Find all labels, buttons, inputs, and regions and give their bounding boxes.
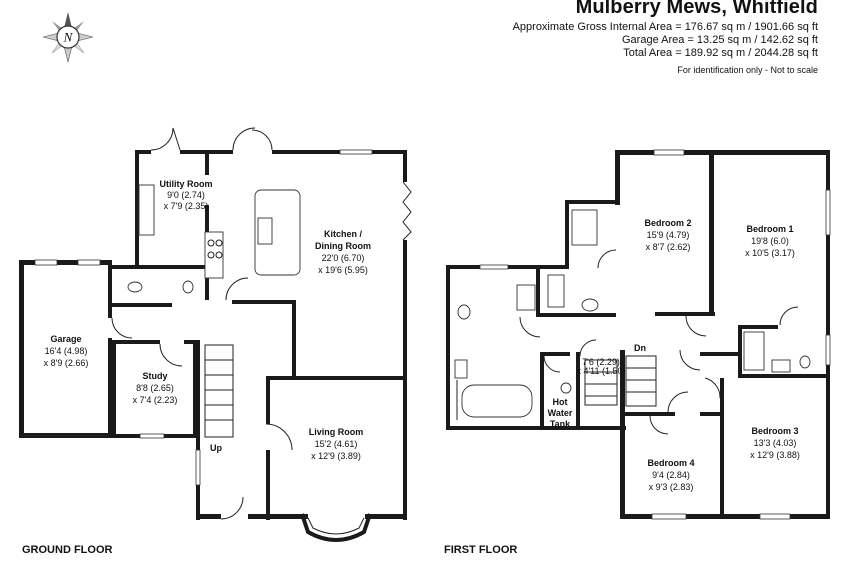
kitchen-name-line2: Dining Room [315, 241, 371, 251]
scale-note: For identification only - Not to scale [677, 65, 818, 75]
bedroom3-dim1: 13'3 (4.03) [754, 438, 797, 448]
garage-dim1: 16'4 (4.98) [45, 346, 88, 356]
total-area-text: Total Area = 189.92 sq m / 2044.28 sq ft [623, 47, 818, 59]
bedroom3-name: Bedroom 3 [751, 426, 798, 436]
bedroom1-dim2: x 10'5 (3.17) [745, 248, 795, 258]
utility-room-dim2: x 7'9 (2.35) [164, 201, 209, 211]
bedroom4-name: Bedroom 4 [647, 458, 694, 468]
hot-water-tank-line1: Hot [553, 397, 568, 407]
landing-dim1: 7'6 (2.29) [582, 357, 620, 367]
utility-room-name: Utility Room [160, 179, 213, 189]
ground-floor-label: GROUND FLOOR [22, 544, 112, 556]
bedroom1-name: Bedroom 1 [746, 224, 793, 234]
ground-floor-plan: Up Utility Room 9'0 (2.74) x 7'9 (2.35) … [19, 127, 412, 556]
landing-dim2: x 4'11 (1.50) [576, 366, 625, 376]
study-name: Study [142, 371, 167, 381]
living-room-name: Living Room [309, 427, 364, 437]
bedroom1-dim1: 19'8 (6.0) [751, 236, 789, 246]
first-floor-label: FIRST FLOOR [444, 544, 517, 556]
kitchen-name-line1: Kitchen / [324, 229, 363, 239]
kitchen-dim1: 22'0 (6.70) [322, 253, 365, 263]
stairs-up-label: Up [210, 443, 222, 453]
bedroom2-dim2: x 8'7 (2.62) [646, 242, 691, 252]
bedroom3-dim2: x 12'9 (3.88) [750, 450, 800, 460]
compass-icon: N [42, 12, 94, 63]
hot-water-tank-line2: Water [548, 408, 573, 418]
bedroom4-dim2: x 9'3 (2.83) [649, 482, 694, 492]
bedroom2-name: Bedroom 2 [644, 218, 691, 228]
study-dim2: x 7'4 (2.23) [133, 395, 178, 405]
utility-room-dim1: 9'0 (2.74) [167, 190, 205, 200]
study-dim1: 8'8 (2.65) [136, 383, 174, 393]
living-room-dim1: 15'2 (4.61) [315, 439, 358, 449]
garage-area-text: Garage Area = 13.25 sq m / 142.62 sq ft [622, 34, 818, 46]
garage-dim2: x 8'9 (2.66) [44, 358, 89, 368]
compass-letter: N [63, 30, 74, 45]
property-title: Mulberry Mews, Whitfield [575, 0, 818, 18]
bedroom2-dim1: 15'9 (4.79) [647, 230, 690, 240]
first-floor-plan: Dn Bedroom 1 19'8 (6.0) x 10'5 (3.17) Be… [444, 149, 831, 556]
gross-area-text: Approximate Gross Internal Area = 176.67… [512, 21, 818, 33]
stairs-down-label: Dn [634, 343, 646, 353]
living-room-dim2: x 12'9 (3.89) [311, 451, 361, 461]
bedroom4-dim1: 9'4 (2.84) [652, 470, 690, 480]
garage-name: Garage [50, 334, 81, 344]
kitchen-dim2: x 19'6 (5.95) [318, 265, 368, 275]
hot-water-tank-line3: Tank [550, 419, 571, 429]
